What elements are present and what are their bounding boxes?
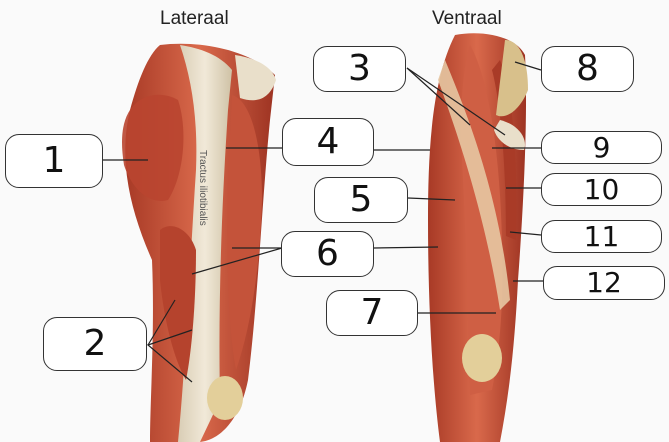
label-box-11[interactable]: 11 [541, 220, 662, 253]
label-box-5[interactable]: 5 [314, 177, 408, 223]
leader-lines [103, 61, 543, 383]
label-box-2[interactable]: 2 [43, 317, 147, 371]
label-box-6[interactable]: 6 [281, 231, 374, 277]
label-box-4[interactable]: 4 [282, 118, 374, 166]
label-box-8[interactable]: 8 [541, 46, 634, 92]
label-box-3[interactable]: 3 [313, 46, 406, 92]
label-box-12[interactable]: 12 [543, 266, 665, 300]
label-box-9[interactable]: 9 [541, 131, 662, 164]
label-box-1[interactable]: 1 [5, 134, 103, 188]
lateral-thigh-drawing [122, 43, 276, 442]
ventral-thigh-drawing [428, 33, 528, 442]
lateral-view-title: Lateraal [160, 8, 229, 29]
tract-label: Tractus iliotibialis [197, 150, 208, 226]
ventral-view-title: Ventraal [432, 8, 502, 29]
label-box-7[interactable]: 7 [326, 290, 418, 336]
label-box-10[interactable]: 10 [541, 173, 662, 206]
